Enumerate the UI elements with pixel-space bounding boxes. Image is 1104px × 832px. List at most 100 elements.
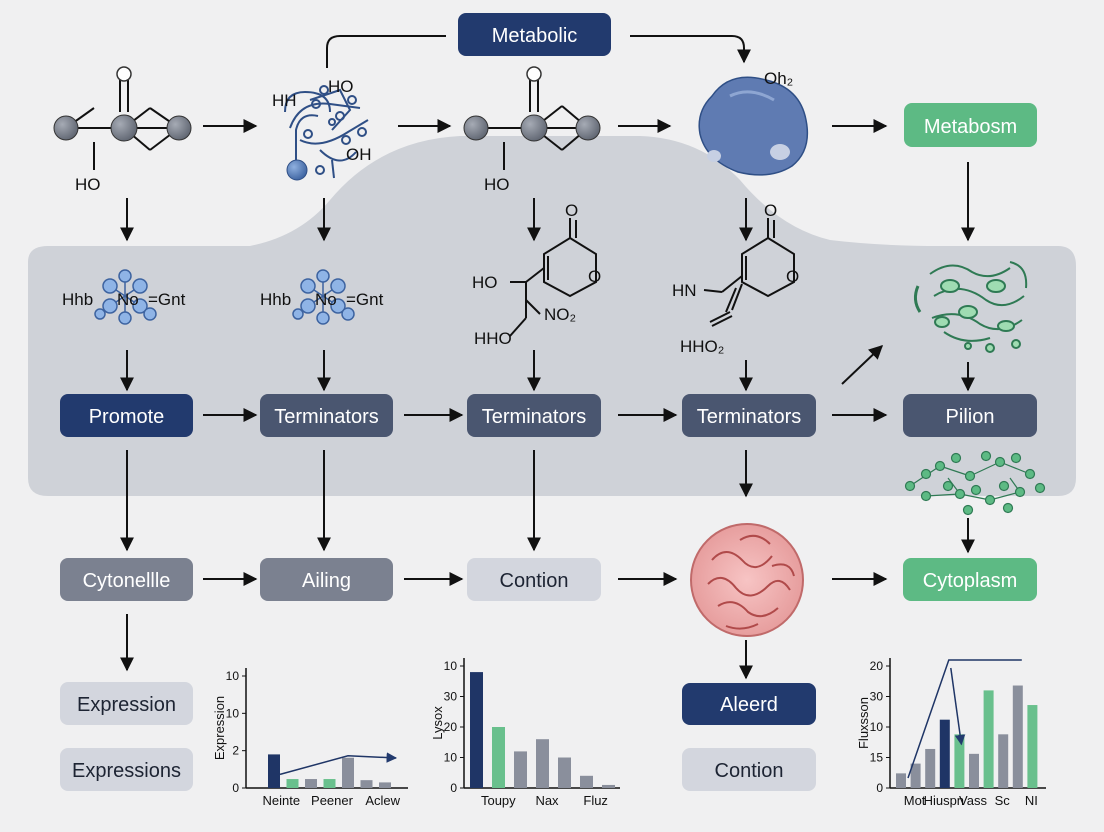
metabolic-box[interactable]: Metabolic (458, 13, 611, 56)
cell-icon (690, 523, 804, 637)
chart-3-bar (954, 734, 965, 788)
contion-box-2[interactable]: Contion (682, 748, 816, 791)
chart-1-trend-line (279, 752, 398, 776)
label-o-4: O (786, 267, 799, 286)
svg-text:Metabolic: Metabolic (492, 25, 578, 47)
chart-2-tick-label: 30 (444, 690, 458, 704)
chart-1-bar (323, 779, 336, 788)
chart-2-x-label: Nax (535, 793, 559, 808)
svg-text:Cytoplasm: Cytoplasm (923, 570, 1017, 592)
label-hho: HHO (474, 329, 512, 348)
chart-1-bar (305, 779, 317, 788)
svg-text:Metabosm: Metabosm (924, 116, 1017, 138)
chart-3-tick-label: 10 (870, 720, 884, 734)
svg-text:Pilion: Pilion (946, 406, 995, 428)
chart-1-x-label: Aclew (365, 793, 400, 808)
label-o-1: O (565, 201, 578, 220)
chart-3-x-label: Vass (959, 793, 987, 808)
terminators-box-3[interactable]: Terminators (682, 394, 816, 437)
chart-1-bar (360, 780, 373, 788)
contion-box-1[interactable]: Contion (467, 558, 601, 601)
chart-3-trend-arrow (950, 667, 966, 746)
label-hn: HN (672, 281, 697, 300)
label-gnt-1: =Gnt (148, 290, 186, 309)
svg-text:Ailing: Ailing (302, 570, 351, 592)
chart-1-tick-label: 2 (232, 744, 239, 758)
svg-text:Contion: Contion (715, 760, 784, 782)
expressions-box[interactable]: Expressions (60, 748, 193, 791)
chart-3-x-label: Mot (904, 793, 926, 808)
chart-1-x-label: Neinte (263, 793, 301, 808)
chart-2-bar (602, 784, 615, 788)
metabosm-box[interactable]: Metabosm (904, 103, 1037, 147)
chart-1-bar (342, 757, 354, 788)
chart-3-tick-label: 20 (870, 659, 884, 673)
svg-text:Promote: Promote (89, 406, 165, 428)
chart-2-bar (536, 739, 549, 788)
chart-2-ylabel: Lysox (430, 706, 445, 740)
chart-2-tick-label: 10 (444, 751, 458, 765)
bacteria-cluster-icon (913, 261, 1028, 353)
chart-2-x-label: Fluz (583, 793, 608, 808)
arrow-diagonal (841, 345, 884, 385)
connector-top-left (326, 35, 446, 68)
dot-network-icon (904, 450, 1046, 516)
chart-3-x-label: Sc (995, 793, 1011, 808)
chart-3-bar (1027, 705, 1038, 788)
chart-2-tick-label: 10 (444, 659, 458, 673)
label-hhb-1: Hhb (62, 290, 93, 309)
molecule-1-icon (53, 66, 192, 170)
protein-icon (698, 76, 809, 176)
pyranone-1-icon (509, 218, 597, 337)
chart-3-bar (925, 748, 936, 788)
label-hho2: HHO₂ (680, 337, 724, 356)
cytonellle-box[interactable]: Cytonellle (60, 558, 193, 601)
chart-1-tick-label: 10 (226, 706, 240, 720)
chart-3-tick-label: 30 (870, 690, 884, 704)
expression-box[interactable]: Expression (60, 682, 193, 725)
chart-2-bar (470, 672, 483, 788)
chart-1-ylabel: Expression (212, 696, 227, 760)
terminators-box-1[interactable]: Terminators (260, 394, 393, 437)
label-oh: OH (346, 145, 372, 164)
svg-text:Expression: Expression (77, 694, 176, 716)
label-gnt-2: =Gnt (346, 290, 384, 309)
cytoplasm-box[interactable]: Cytoplasm (903, 558, 1037, 601)
svg-text:Terminators: Terminators (697, 406, 801, 428)
chart-1-bar (286, 779, 299, 788)
chart-3-bar (910, 763, 921, 788)
chart-3-bar (969, 753, 979, 788)
svg-text:Terminators: Terminators (482, 406, 586, 428)
chart-3-bar (896, 773, 906, 788)
label-no-1: No (117, 290, 139, 309)
chart-3-ylabel: Fluxsson (856, 697, 871, 749)
label-no-2: No (315, 290, 337, 309)
chart-1-x-label: Peener (311, 793, 354, 808)
chart-2-x-label: Toupy (481, 793, 516, 808)
label-oh2: Oh₂ (764, 69, 793, 88)
chart-2-bar (558, 757, 571, 788)
label-ho-4: HO (472, 273, 498, 292)
chart-2-bar (492, 727, 505, 788)
terminators-box-2[interactable]: Terminators (467, 394, 601, 437)
connector-top-right (630, 35, 751, 64)
pilion-box[interactable]: Pilion (903, 394, 1037, 437)
label-ho-1: HO (75, 175, 101, 194)
chart-2-tick-label: 0 (450, 781, 457, 795)
label-ho-2: HO (328, 77, 354, 96)
chart-3-bar (998, 734, 1009, 788)
aleerd-box[interactable]: Aleerd (682, 683, 816, 725)
svg-text:Expressions: Expressions (72, 760, 181, 782)
chart-3-x-label: NI (1025, 793, 1038, 808)
nanoparticle-1-icon (94, 269, 157, 325)
promote-box[interactable]: Promote (60, 394, 193, 437)
chart-3-tick-label: 0 (876, 781, 883, 795)
chart-1-tick-label: 10 (226, 669, 240, 683)
ailing-box[interactable]: Ailing (260, 558, 393, 601)
label-no2: NO₂ (544, 305, 576, 324)
